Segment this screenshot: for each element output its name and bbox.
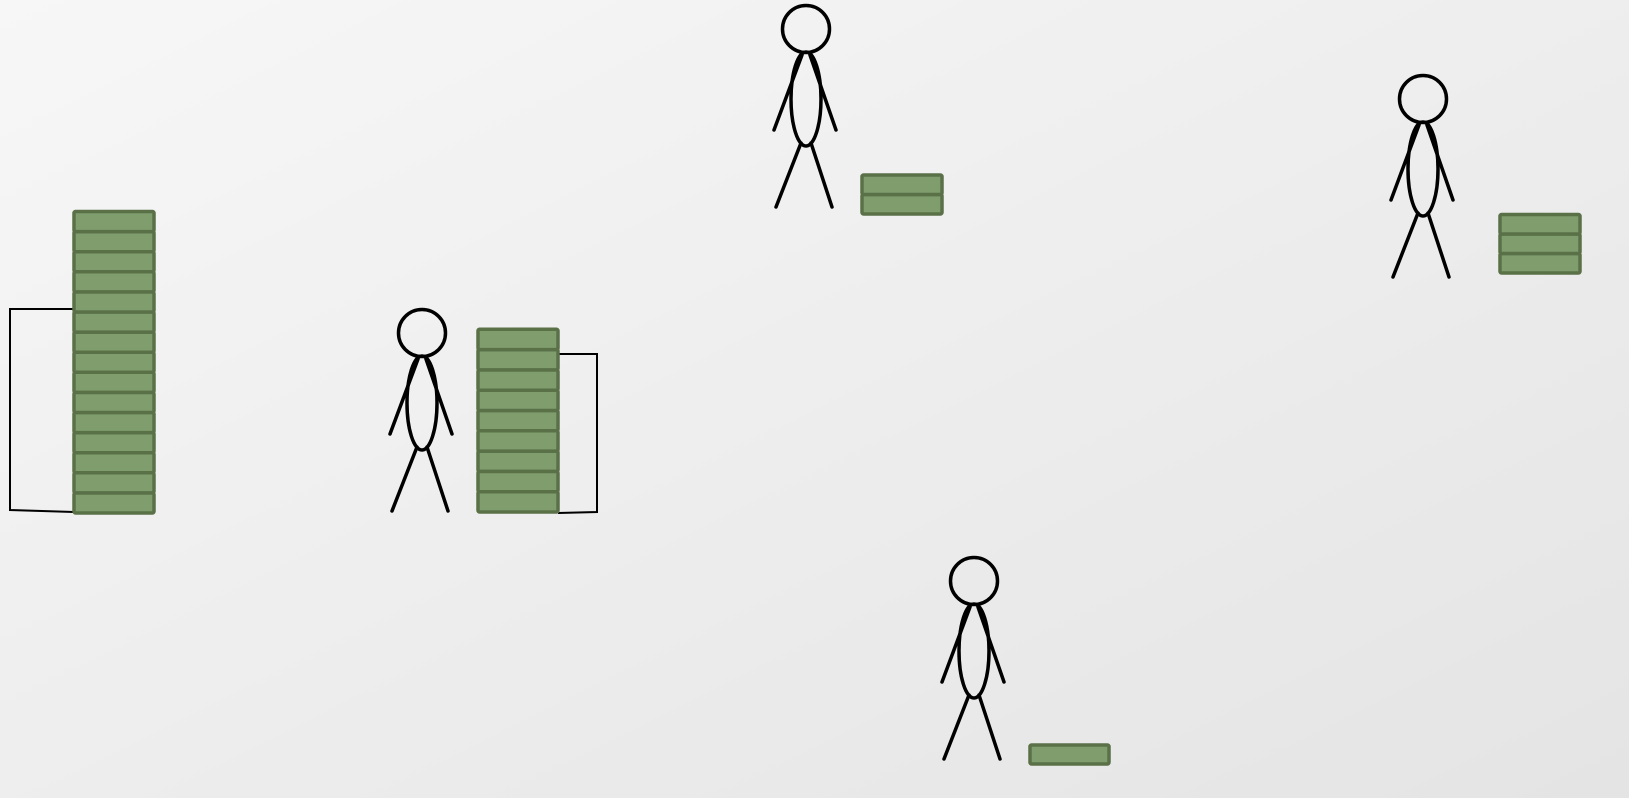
stack-block — [1500, 234, 1580, 254]
stack-block — [862, 195, 942, 215]
block-stack — [862, 175, 942, 214]
stack-block — [74, 232, 154, 252]
stack-block — [478, 431, 558, 451]
stack-block — [478, 350, 558, 370]
stack-block — [478, 451, 558, 471]
stack-block — [74, 453, 154, 473]
stack-block — [74, 392, 154, 412]
stack-block — [478, 329, 558, 349]
stack-block — [478, 411, 558, 431]
stack-block — [478, 492, 558, 512]
stack-block — [74, 493, 154, 513]
stack-block — [74, 312, 154, 332]
stack-block — [1500, 254, 1580, 274]
stack-block — [478, 370, 558, 390]
stack-block — [74, 292, 154, 312]
block-stack — [478, 329, 558, 512]
stack-block — [74, 212, 154, 232]
stack-block — [74, 473, 154, 493]
stack-block — [74, 372, 154, 392]
stack-block — [1030, 745, 1109, 764]
block-stack — [1500, 215, 1580, 274]
block-stack — [1030, 745, 1109, 764]
stack-block — [74, 272, 154, 292]
stack-block — [1500, 215, 1580, 235]
stack-block — [74, 332, 154, 352]
stack-block — [74, 252, 154, 272]
block-stack — [74, 212, 154, 514]
stack-block — [74, 352, 154, 372]
stack-block — [478, 471, 558, 491]
stack-block — [74, 413, 154, 433]
stack-block — [74, 433, 154, 453]
stack-block — [862, 175, 942, 195]
stack-block — [478, 390, 558, 410]
